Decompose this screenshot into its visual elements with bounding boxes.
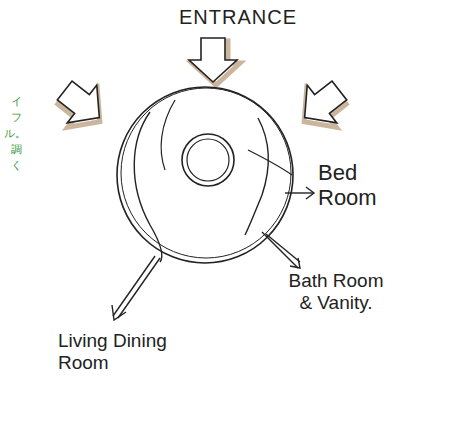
cropped-note: 調 (2, 144, 22, 157)
inner-core (182, 134, 234, 186)
room-label: Living Dining Room (58, 330, 183, 374)
entrance-label: ENTRANCE (168, 6, 308, 29)
entrance-arrow (189, 38, 240, 85)
room-label: Bed Room (318, 160, 380, 211)
cropped-note: ル。 (2, 128, 26, 141)
room-label: Bath Room & Vanity. (282, 270, 390, 314)
inner-core (187, 139, 229, 181)
wall-curve (248, 150, 292, 175)
cropped-note: イ (2, 96, 22, 109)
direction-arrow (112, 187, 314, 320)
outer-circle (121, 88, 291, 258)
cropped-note: く (2, 160, 22, 173)
wall-curve (245, 118, 268, 235)
entrance-arrow (48, 72, 116, 141)
entrance-arrow (288, 72, 356, 141)
cropped-note: フ (2, 112, 22, 125)
wall-curve (161, 100, 175, 170)
wall-curve (134, 112, 162, 262)
